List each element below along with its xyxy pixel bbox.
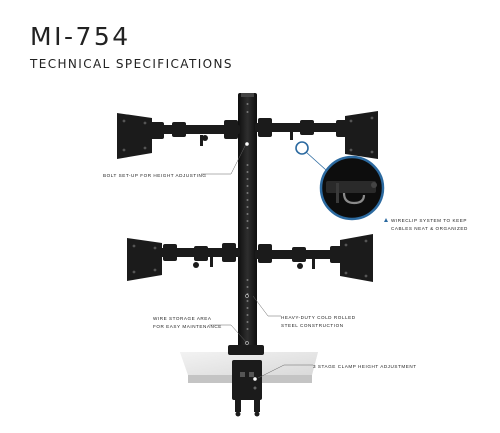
upper-right-arm [255, 118, 350, 140]
callout-dot-icon [245, 142, 257, 381]
callout-bolt-setup: BOLT SET-UP FOR HEIGHT ADJUSTING [103, 173, 207, 178]
monitor-mount-plate-icon [117, 113, 164, 159]
lower-right-arm [255, 244, 345, 269]
callout-clamp-adjustment: 3 STAGE CLAMP HEIGHT ADJUSTMENT [313, 364, 417, 369]
monitor-mount-plate-icon [127, 238, 162, 281]
upper-left-arm [150, 120, 240, 146]
monitor-mount-plate-icon [340, 234, 373, 282]
desk-clamp [228, 345, 264, 417]
callout-wire-storage: WIRE STORAGE AREA FOR EASY MAINTENANCE [153, 316, 222, 329]
pole-adjustment-holes [246, 103, 249, 330]
mount-pole [238, 93, 257, 355]
section-subtitle: TECHNICAL SPECIFICATIONS [30, 57, 233, 71]
wireclip-detail-circle [295, 141, 385, 221]
callout-heavy-duty: HEAVY-DUTY COLD ROLLED STEEL CONSTRUCTIO… [281, 315, 356, 328]
triangle-bullet-icon [384, 218, 388, 222]
lower-left-arm [160, 243, 240, 268]
monitor-mount-plate-icon [345, 111, 378, 159]
callout-leaders [201, 143, 313, 379]
callout-wireclip: WIRECLIP SYSTEM TO KEEP CABLES NEAT & OR… [384, 217, 468, 232]
product-title: MI-754 [30, 22, 131, 51]
